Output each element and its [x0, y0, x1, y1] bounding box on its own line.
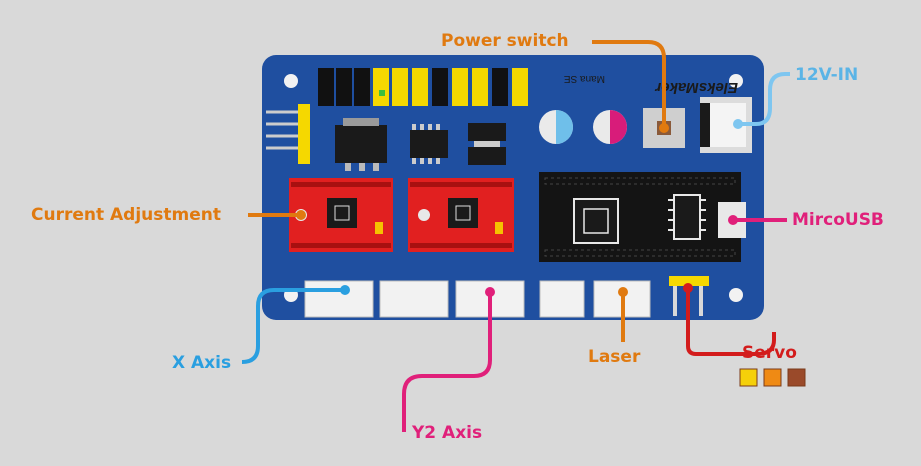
voltage-regulator	[335, 118, 387, 171]
capacitor	[539, 110, 573, 144]
servo-swatch-yellow	[739, 368, 758, 387]
label-servo: Servo	[742, 343, 797, 363]
mosfet	[468, 123, 506, 165]
left-pin-header	[266, 104, 310, 164]
servo-leader	[686, 288, 776, 356]
mounting-hole	[729, 288, 743, 302]
dc-jack	[700, 97, 752, 153]
label-y2-axis: Y2 Axis	[412, 423, 483, 443]
servo-swatch-orange	[763, 368, 782, 387]
led-row	[318, 68, 528, 106]
board-model: Mana SE	[564, 73, 605, 84]
y1-axis-connector	[379, 280, 449, 318]
label-laser: Laser	[588, 347, 641, 367]
mounting-hole	[284, 74, 298, 88]
board-brand: EleksMaker	[654, 79, 738, 96]
stepper-driver-2	[408, 178, 514, 252]
aux-connector	[539, 280, 585, 318]
label-x-axis: X Axis	[172, 353, 232, 373]
servo-swatch-brown	[787, 368, 806, 387]
y2-axis-leader	[402, 292, 492, 432]
v12-in-leader	[738, 72, 790, 126]
label-power-switch: Power switch	[441, 31, 569, 51]
arduino-nano	[539, 172, 746, 262]
label-micro-usb: MircoUSB	[792, 210, 884, 230]
x-axis-connector	[304, 280, 374, 318]
capacitor	[593, 110, 627, 144]
x-axis-leader	[241, 288, 345, 364]
small-ic	[410, 124, 448, 164]
label-12v-in: 12V-IN	[795, 65, 859, 85]
power-switch-leader	[592, 40, 666, 128]
mounting-hole	[729, 74, 743, 88]
label-current-adjustment: Current Adjustment	[31, 205, 221, 225]
stepper-driver-1	[289, 178, 393, 252]
